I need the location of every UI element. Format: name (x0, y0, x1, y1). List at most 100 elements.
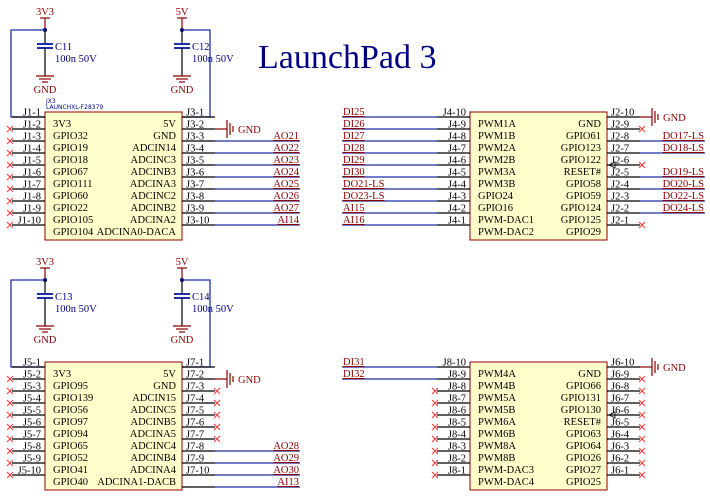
no-connect-icon (213, 387, 221, 395)
net-label: DO20-LS (663, 179, 705, 190)
pin-name: ADCIN15 (132, 393, 176, 404)
net-label: AO27 (273, 203, 299, 214)
no-connect-icon (638, 399, 646, 407)
gnd-label: GND (34, 335, 57, 346)
pin-number: J3-4 (186, 144, 205, 155)
net-label: DI25 (343, 107, 365, 118)
pin-number: J7-3 (186, 382, 204, 393)
pin-number: J6-9 (611, 370, 629, 381)
connector-body (44, 111, 183, 241)
pin-name: GPIO41 (53, 465, 88, 476)
connector-body (44, 361, 183, 491)
pin-number: J7-6 (186, 418, 204, 429)
net-label: AI14 (277, 215, 299, 226)
pin-name: PWM8A (478, 441, 516, 452)
pin-number: J3-8 (186, 192, 204, 203)
pin-name: ADCINC2 (130, 191, 176, 202)
no-connect-icon (638, 375, 646, 383)
pin-name: PWM1A (478, 119, 516, 130)
pin-name: ADCINC4 (130, 441, 176, 452)
pin-name: PWM2A (478, 143, 516, 154)
pin-name: GPIO26 (566, 453, 601, 464)
pin-name: PWM-DAC1 (478, 215, 534, 226)
refdes-part: LAUNCHXL-F28379 (46, 104, 103, 111)
pin-name: 3V3 (53, 119, 71, 130)
pin-name: PWM8B (478, 453, 515, 464)
no-connect-icon (213, 435, 221, 443)
pin-name: GPIO139 (53, 393, 93, 404)
pin-number: J5-1 (23, 358, 41, 369)
pin-name: PWM3A (478, 167, 516, 178)
pin-name: ADCINA0-DACA (97, 227, 177, 238)
pin-name: ADCINB4 (130, 453, 176, 464)
pin-number: J1-9 (23, 204, 41, 215)
power-flag-5v: 5V (176, 7, 189, 18)
pin-name: GPIO52 (53, 453, 88, 464)
net-label: DO24-LS (663, 203, 705, 214)
pin-name: GPIO104 (53, 227, 94, 238)
net-label: DO17-LS (663, 131, 705, 142)
pin-number: J6-6 (611, 406, 629, 417)
pin-name: GPIO124 (561, 203, 602, 214)
no-connect-icon (638, 435, 646, 443)
pin-number: J2-2 (611, 204, 629, 215)
net-label: AO26 (273, 191, 299, 202)
pin-number: J2-4 (611, 180, 630, 191)
net-label: DO21-LS (343, 179, 385, 190)
input-arrow-icon (608, 411, 616, 419)
pin-number: J4-1 (448, 216, 466, 227)
net-label: AO30 (273, 465, 299, 476)
pin-name: GPIO56 (53, 405, 88, 416)
pin-number: J6-1 (611, 466, 629, 477)
connector-body (469, 361, 608, 491)
pin-name: ADCINA4 (130, 465, 177, 476)
net-label: DI30 (343, 167, 365, 178)
no-connect-icon (6, 375, 14, 383)
pin-number: J6-7 (611, 394, 629, 405)
no-connect-icon (638, 125, 646, 133)
no-connect-icon (431, 423, 439, 431)
pin-name: GPIO64 (566, 441, 602, 452)
pin-number: J1-4 (23, 144, 42, 155)
pin-name: 5V (163, 119, 176, 130)
sheet-title: LaunchPad 3 (258, 39, 436, 76)
pin-number: J1-8 (23, 192, 41, 203)
no-connect-icon (431, 471, 439, 479)
pin-number: J7-9 (186, 454, 204, 465)
no-connect-icon (213, 399, 221, 407)
net-label: DO22-LS (663, 191, 705, 202)
pin-number: J3-9 (186, 204, 204, 215)
no-connect-icon (638, 411, 646, 419)
pin-number: J8-9 (448, 370, 466, 381)
pin-name: PWM-DAC4 (478, 477, 535, 488)
pin-name: GPIO19 (53, 143, 88, 154)
pin-number: J7-1 (186, 358, 204, 369)
pin-number: J4-10 (443, 108, 466, 119)
